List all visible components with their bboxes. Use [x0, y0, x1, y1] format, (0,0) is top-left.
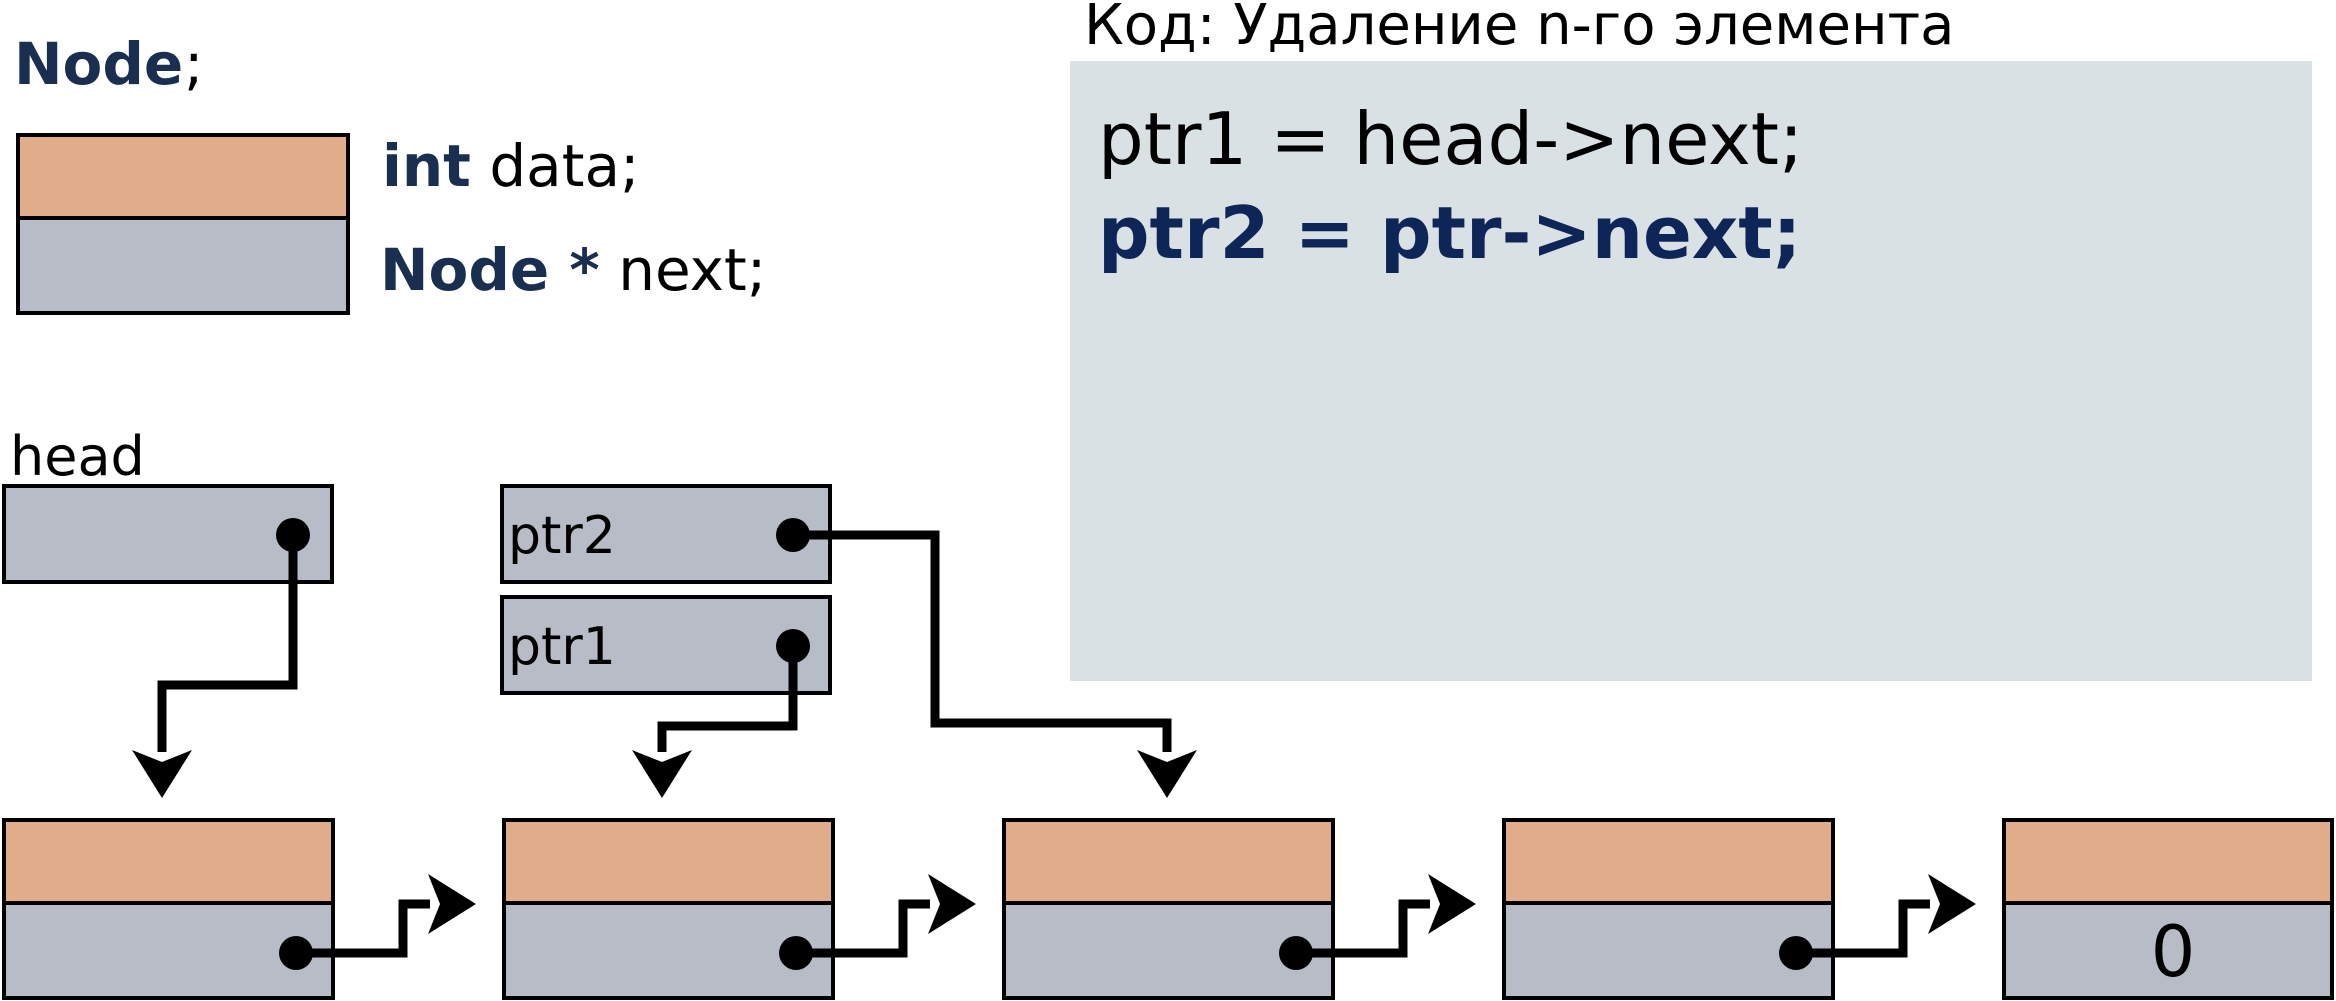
pointer-variables: head ptr2 ptr1 [2, 425, 832, 695]
legend-next-field [16, 216, 350, 315]
list-node-2 [502, 818, 976, 1000]
code-panel: Код: Удаление n-го элемента ptr1 = head-… [1070, 0, 2312, 681]
code-line-2-highlighted: ptr2 = ptr->next; [1098, 191, 1801, 275]
pointer-arrows [132, 530, 1197, 798]
code-panel-background [1070, 61, 2312, 681]
legend-next-rest: next; [600, 236, 766, 304]
node-2-data-field [502, 818, 835, 905]
node-legend: Node ; int data; Node * next; [14, 30, 766, 315]
code-panel-title: Код: Удаление n-го элемента [1084, 0, 1955, 58]
legend-data-field [16, 133, 350, 220]
head-label: head [10, 425, 145, 488]
node-1-data-field [2, 818, 335, 905]
list-node-4 [1502, 818, 1976, 1000]
legend-node-ptr-keyword: Node * [380, 236, 600, 304]
node-2-next-arrow [796, 874, 976, 958]
node-2-next-field [502, 901, 835, 1000]
code-line-1: ptr1 = head->next; [1098, 97, 1803, 181]
ptr1-label: ptr1 [508, 617, 616, 677]
legend-data-line: int data; [382, 132, 640, 200]
node-4-next-field [1502, 901, 1835, 1000]
legend-next-line: Node * next; [380, 236, 766, 304]
node-3-next-arrow [1296, 874, 1476, 958]
ptr2-label: ptr2 [508, 506, 616, 566]
legend-type-suffix: ; [184, 30, 204, 98]
node-3-next-field [1002, 901, 1335, 1000]
node-5-null-value: 0 [2151, 911, 2196, 993]
node-1-next-arrow [296, 874, 476, 958]
list-node-3 [1002, 818, 1476, 1000]
node-4-data-field [1502, 818, 1835, 905]
node-5-data-field [2002, 818, 2334, 905]
legend-data-rest: data; [471, 132, 640, 200]
linked-list: 0 [2, 818, 2334, 1000]
ptr1-arrow [632, 646, 798, 798]
list-node-5: 0 [2002, 818, 2334, 1000]
ptr2-arrow [793, 530, 1197, 798]
legend-type-name: Node [14, 30, 183, 98]
node-4-next-arrow [1796, 874, 1976, 958]
head-arrow [132, 535, 298, 798]
legend-int-keyword: int [382, 132, 471, 200]
list-node-1 [2, 818, 476, 1000]
node-3-data-field [1002, 818, 1335, 905]
ptr1-pointer-box [500, 595, 832, 695]
node-1-next-field [2, 901, 335, 1000]
node-5-next-field [2002, 901, 2334, 1000]
